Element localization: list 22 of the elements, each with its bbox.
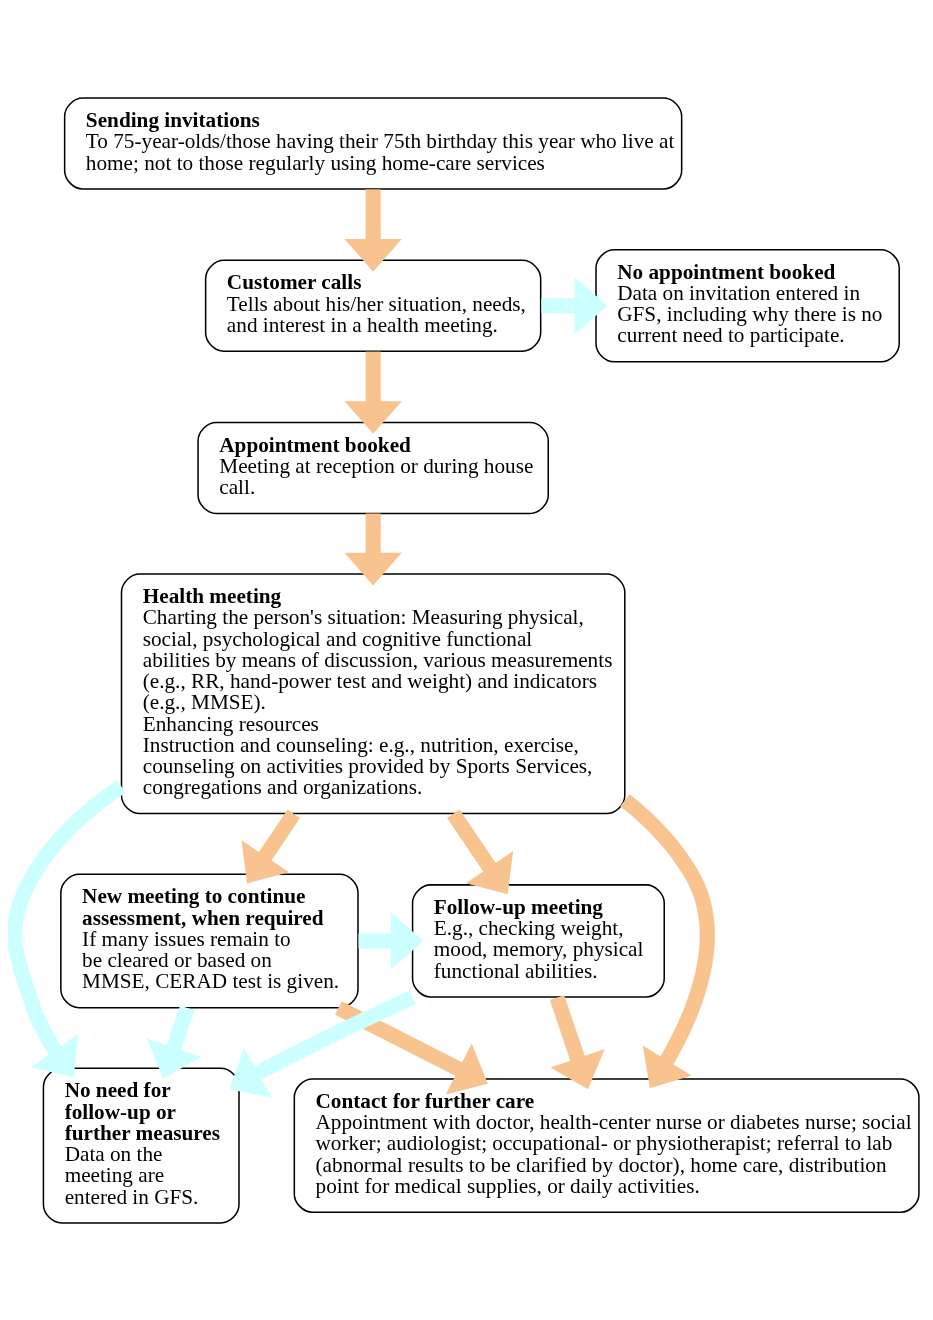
arrow (344, 513, 402, 585)
arrow (146, 1005, 201, 1079)
node-box: Health meeting Charting the person's situation: Measuring physical, social, psychological and cognitive functional abilities by means of discussion, various measurements (e.g., RR, hand-power test and weight) and indicators (e.g., MMSE). Enhancing resources Instruction and counseling: e.g., nutrition, exercise, counseling on activities provided by Sports Services, congregations and organizations. (120, 572, 626, 814)
arrow (8, 779, 126, 1077)
arrow (447, 809, 514, 894)
node-box: Contact for further care Appointment with doctor, health-center nurse or diabetes nurse; social worker; audiologist; occupational- or physiotherapist; referral to lab (abnormal results to be clarified by doctor), home care, distribution point for medical supplies, or daily activities. (293, 1077, 920, 1213)
arrow (344, 351, 402, 434)
arrow (241, 809, 300, 883)
node-box: No appointment booked Data on invitation entered in GFS, including why there is no current need to participate. (595, 248, 900, 363)
node-box: Appointment booked Meeting at reception or during house call. (197, 421, 549, 514)
node-box: New meeting to continue assessment, when required If many issues remain to be cleared or based on MMSE, CERAD test is given. (60, 873, 359, 1008)
arrow (620, 793, 715, 1088)
arrow (549, 994, 605, 1089)
node-box: Customer calls Tells about his/her situation, needs, and interest in a health meeting. (204, 259, 542, 352)
arrow (334, 1000, 488, 1095)
node-box: Sending invitations To 75-year-olds/those having their 75th birthday this year who live at home; not to those regularly using home-care services (63, 96, 683, 190)
arrow (229, 989, 416, 1098)
arrow (541, 276, 608, 334)
node-box: No need for follow-up or further measures Data on the meeting are entered in GFS. (42, 1067, 240, 1224)
arrow (344, 188, 402, 272)
arrow (358, 911, 424, 970)
node-box: Follow-up meeting E.g., checking weight, mood, memory, physical functional abilities. (411, 883, 665, 998)
